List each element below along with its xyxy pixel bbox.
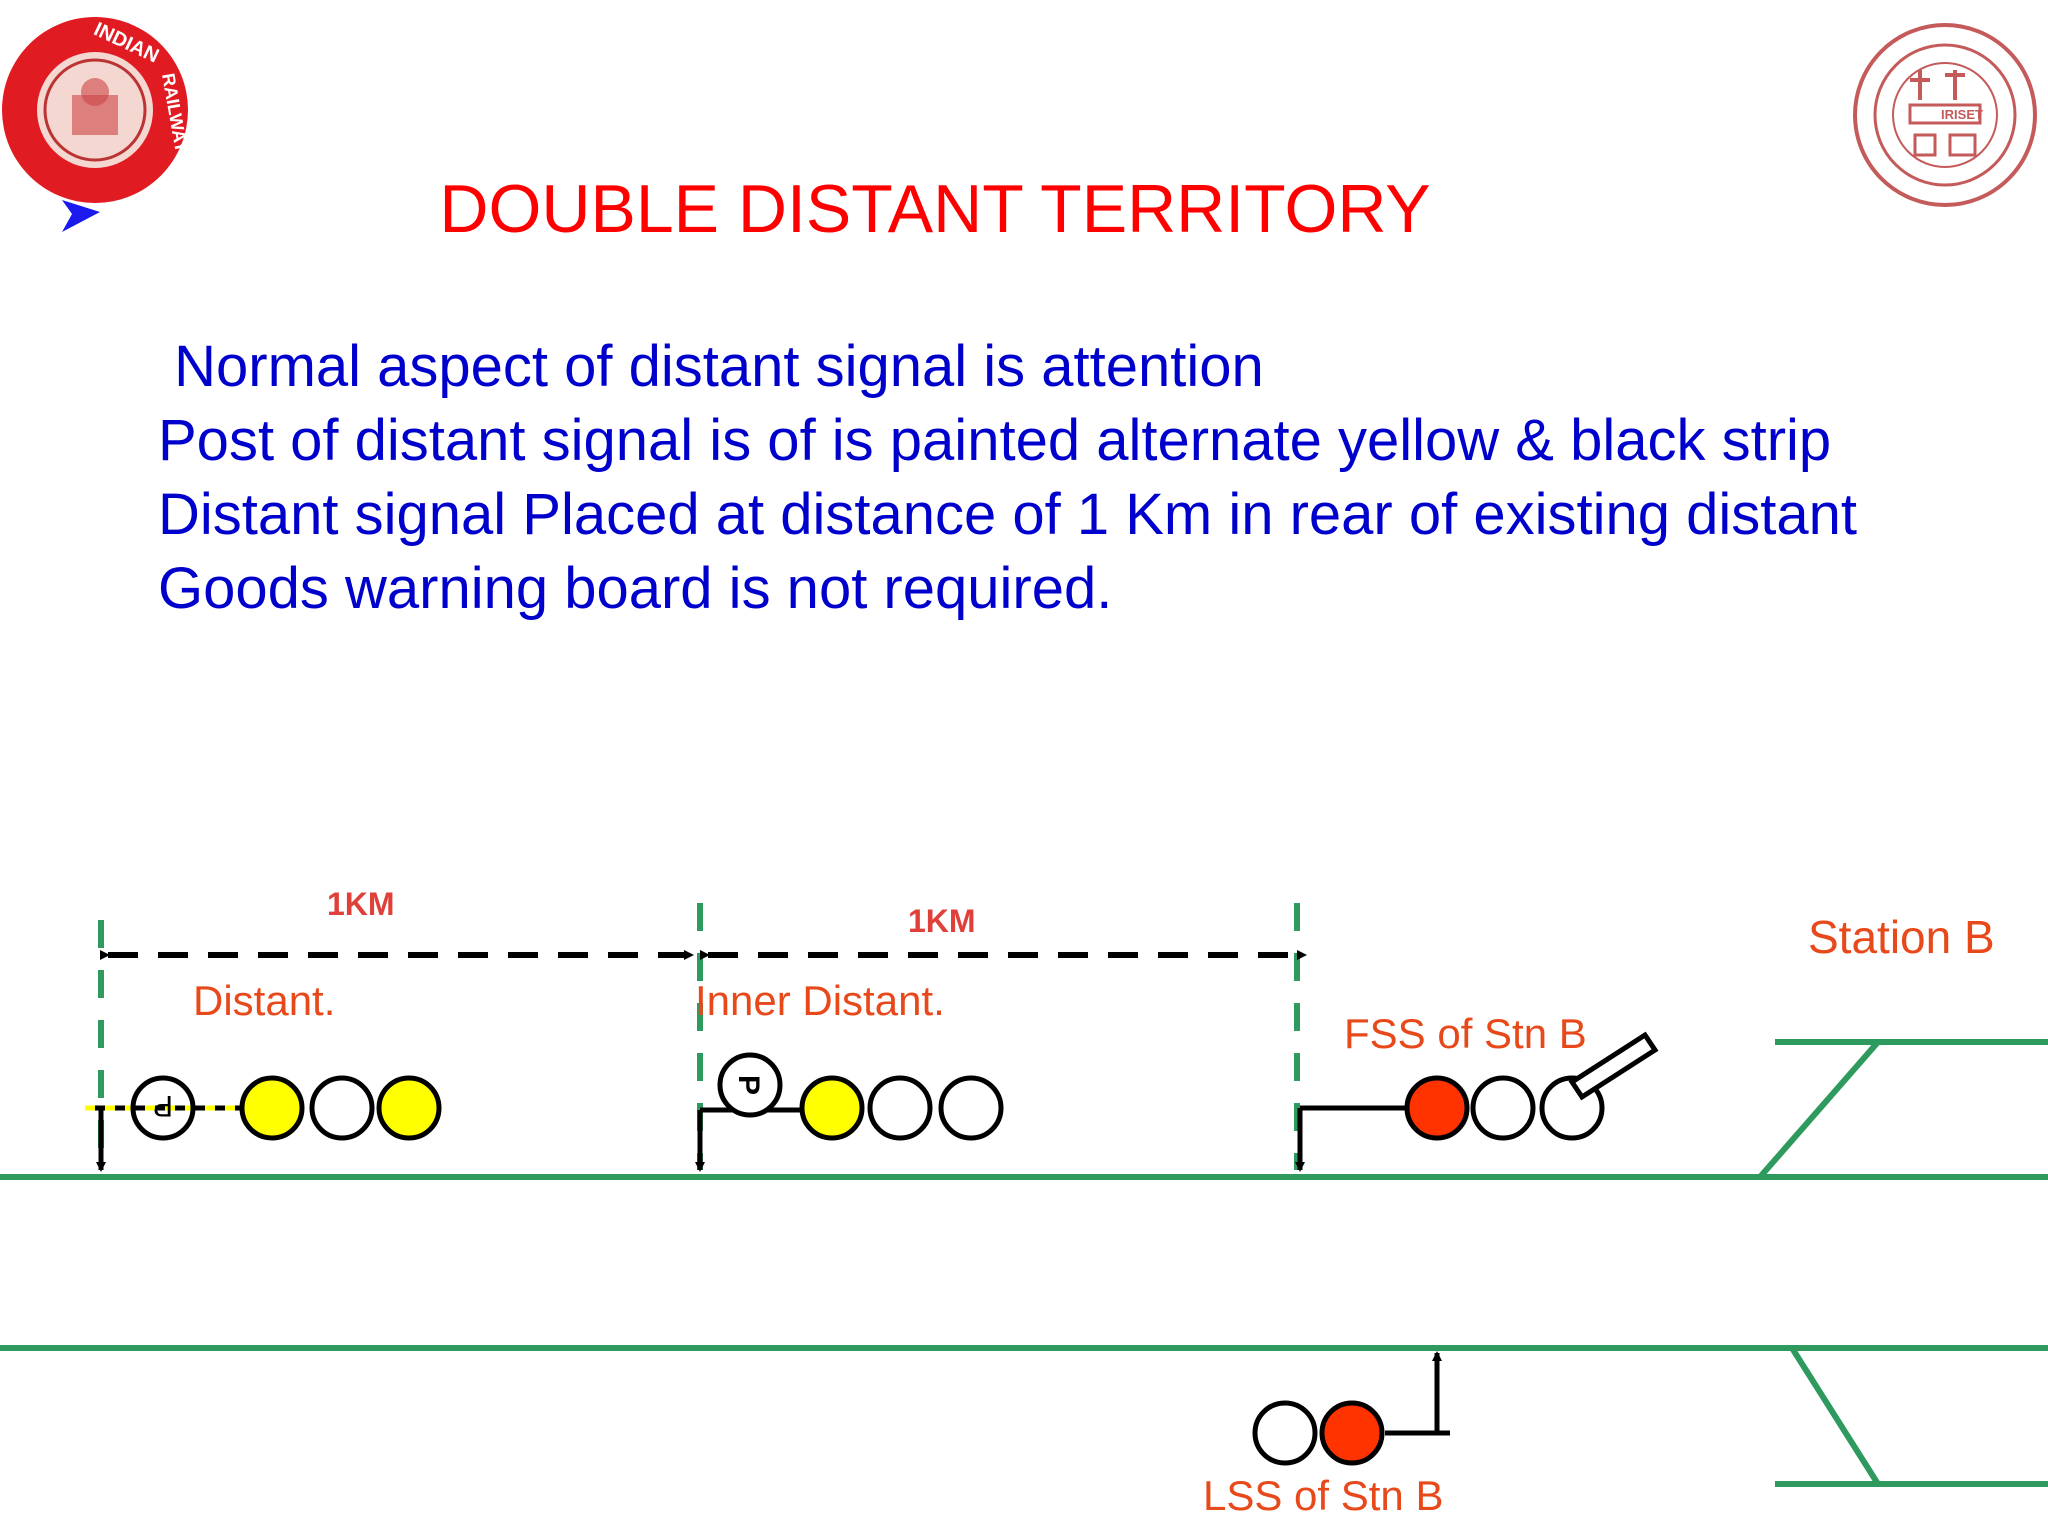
distance-label-2: 1KM [908, 903, 976, 939]
red-aspect [1404, 1075, 1470, 1141]
svg-text:IRISET: IRISET [1941, 107, 1983, 122]
off-aspect [1252, 1400, 1318, 1466]
slide-title: DOUBLE DISTANT TERRITORY [439, 171, 1431, 247]
p-plate-letter: P [153, 1089, 173, 1122]
route-indicator [1568, 1031, 1659, 1101]
lss-signal-label: LSS of Stn B [1203, 1472, 1444, 1519]
bullet-item: Goods warning board is not required. [158, 556, 1113, 621]
crossover-bottom [1789, 1346, 1881, 1486]
yellow-aspect [799, 1075, 865, 1141]
distance-label-1: 1KM [327, 886, 395, 922]
inner-distant-signal-label: Inner Distant. [695, 977, 945, 1024]
indian-railways-logo: INDIAN RAILWAYS [2, 17, 194, 232]
bullet-item: Distant signal Placed at distance of 1 K… [158, 482, 1857, 547]
bullet-list: Normal aspect of distant signal is atten… [158, 330, 1857, 626]
arrow-cursor-icon [62, 200, 100, 232]
off-aspect [309, 1075, 375, 1141]
crossover-top [1757, 1040, 1881, 1179]
red-aspect [1319, 1400, 1385, 1466]
iriset-logo: IRISET [1853, 23, 2037, 207]
fss-signal [1295, 1031, 1659, 1172]
yellow-aspect [376, 1075, 442, 1141]
bullet-item: Normal aspect of distant signal is atten… [158, 334, 1264, 399]
lss-signal [1252, 1351, 1450, 1466]
station-label: Station B [1808, 911, 1995, 963]
distant-signal: P [85, 1075, 442, 1172]
distant-signal-label: Distant. [193, 977, 336, 1024]
off-aspect [867, 1075, 933, 1141]
yellow-aspect [239, 1075, 305, 1141]
inner-distant-signal: P [695, 1052, 1004, 1172]
p-marker-plate [130, 1075, 196, 1141]
p-plate-letter: P [732, 1075, 765, 1095]
p-marker-plate [717, 1052, 783, 1118]
bullet-item: Post of distant signal is of is painted … [158, 408, 1832, 473]
fss-signal-label: FSS of Stn B [1344, 1010, 1587, 1057]
off-aspect [1470, 1075, 1536, 1141]
off-aspect [938, 1075, 1004, 1141]
